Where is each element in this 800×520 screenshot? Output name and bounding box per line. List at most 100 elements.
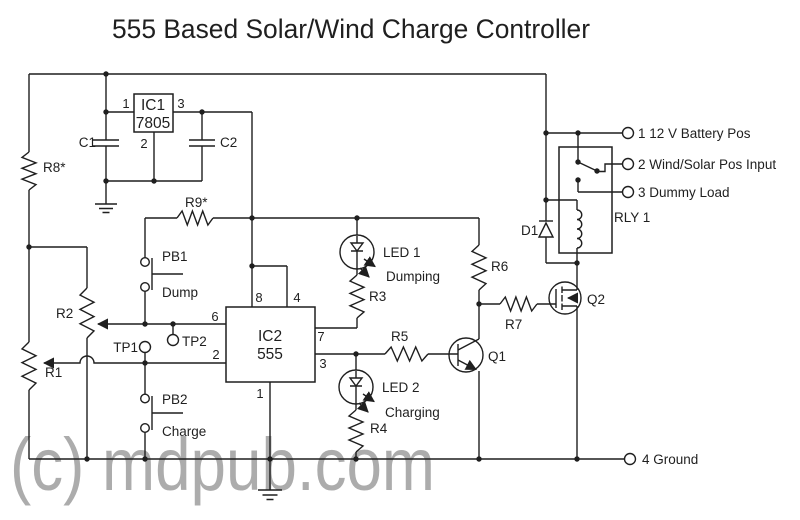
resistor-r6-label: R6: [491, 259, 508, 274]
resistor-r1-label: R1: [45, 365, 62, 380]
led1-label: LED 1: [383, 245, 421, 260]
ic2-pin6-label: 6: [211, 309, 218, 324]
ic1-pin1-label: 1: [122, 96, 129, 111]
resistor-r7-label: R7: [505, 317, 522, 332]
wire-terminal3: [577, 180, 623, 193]
wire-d1-column: [545, 74, 577, 264]
ic1-name-label: IC1: [141, 97, 165, 114]
relay-label: RLY 1: [614, 210, 650, 225]
ic2-part-label: 555: [257, 346, 283, 363]
schematic-title: 555 Based Solar/Wind Charge Controller: [112, 14, 590, 44]
resistor-r3: [348, 274, 366, 319]
transistor-q2-label: Q2: [587, 292, 605, 307]
ic2-pin8-label: 8: [255, 290, 262, 305]
junction-dots: [26, 71, 600, 462]
led1-arrow-2: [357, 265, 370, 278]
pb2-action-label: Charge: [162, 424, 206, 439]
wires: [20, 73, 625, 501]
transistor-q1-label: Q1: [488, 349, 506, 364]
ic1-pin3-label: 3: [177, 96, 184, 111]
terminal-3-label: 3 Dummy Load: [638, 185, 730, 200]
resistor-r9: [176, 208, 214, 228]
wire-r2-branch: [29, 246, 88, 459]
led2-circle: [338, 369, 374, 405]
relay-box: [558, 146, 613, 254]
ic1-box: [133, 93, 174, 133]
resistor-r5: [384, 345, 429, 363]
resistor-r4-label: R4: [370, 421, 388, 436]
testpoint-tp2: [166, 333, 180, 347]
bjt-q1-circle: [448, 337, 484, 373]
resistor-r2: [78, 287, 96, 339]
ic1-part-label: 7805: [136, 115, 170, 132]
led2-symbol: [338, 369, 374, 405]
resistor-r2-label: R2: [56, 306, 73, 321]
watermark-text: (c) mdpub.com: [10, 423, 435, 506]
capacitor-c2-label: C2: [220, 135, 237, 150]
pb1-action-label: Dump: [162, 285, 198, 300]
wire-terminal2: [598, 163, 623, 173]
testpoint-tp1: [138, 340, 152, 354]
resistor-r7: [499, 295, 538, 313]
resistor-r8: [20, 151, 38, 191]
resistor-r5-label: R5: [391, 329, 408, 344]
led1-action-label: Dumping: [386, 269, 440, 284]
wire-q2-drain: [562, 263, 578, 291]
relay-switch-arm: [577, 161, 598, 172]
relay-coil: [576, 209, 583, 249]
pb1-contact-top: [139, 257, 150, 268]
pushbutton-pb2: [151, 396, 183, 430]
pb2-contact-bottom: [139, 423, 150, 434]
terminal-2-windsolar: [621, 157, 635, 171]
led2-triangle: [348, 377, 364, 388]
wire-coil-feed: [546, 199, 578, 210]
terminal-1-battery: [621, 126, 635, 140]
wire-pin8-pin4-bracket: [252, 265, 288, 307]
tp1-label: TP1: [113, 340, 138, 355]
pb2-contact-top: [139, 393, 150, 404]
ground-symbol-regulator: [95, 181, 117, 214]
wire-pin7: [315, 318, 358, 329]
pb2-label: PB2: [162, 392, 188, 407]
capacitor-c1: [93, 139, 119, 147]
ic2-box: [225, 306, 316, 383]
bjt-q1-emitter: [457, 359, 477, 371]
wire-pin2: [42, 355, 226, 369]
ic2-name-label: IC2: [258, 328, 282, 345]
pb1-label: PB1: [162, 249, 188, 264]
diode-d1-triangle: [537, 221, 555, 238]
terminal-1-label: 1 12 V Battery Pos: [638, 126, 751, 141]
terminal-4-ground: [623, 452, 637, 466]
terminal-2-label: 2 Wind/Solar Pos Input: [638, 157, 776, 172]
ground-symbol-main: [258, 459, 282, 501]
ic2-pin4-label: 4: [293, 290, 300, 305]
led2-action-label: Charging: [385, 405, 440, 420]
resistor-r3-label: R3: [369, 289, 386, 304]
pushbutton-pb1: [151, 258, 183, 290]
resistor-r8-label: R8*: [43, 160, 66, 175]
led2-arrow-2: [356, 400, 369, 413]
resistor-r1: [20, 341, 38, 391]
terminal-3-dummyload: [621, 185, 635, 199]
resistor-r9-label: R9*: [185, 195, 208, 210]
resistor-r4: [347, 409, 365, 453]
wire-q2-source: [562, 305, 578, 459]
led1-triangle: [349, 242, 365, 253]
capacitor-c1-label: C1: [79, 135, 96, 150]
ic2-pin3-label: 3: [319, 356, 326, 371]
capacitor-c2: [189, 112, 215, 147]
led1-symbol: [339, 234, 375, 270]
tp2-label: TP2: [182, 334, 207, 349]
led1-leads: [351, 236, 363, 269]
ic1-pin2-label: 2: [140, 136, 147, 151]
resistor-r6: [470, 244, 488, 291]
mosfet-q2-circle: [548, 281, 582, 315]
terminal-4-label: 4 Ground: [642, 452, 698, 467]
ic2-pin2-label: 2: [212, 347, 219, 362]
ic2-pin1-label: 1: [256, 386, 263, 401]
led2-label: LED 2: [382, 380, 420, 395]
pb1-contact-bottom: [139, 282, 150, 293]
diode-d1-label: D1: [521, 223, 538, 238]
